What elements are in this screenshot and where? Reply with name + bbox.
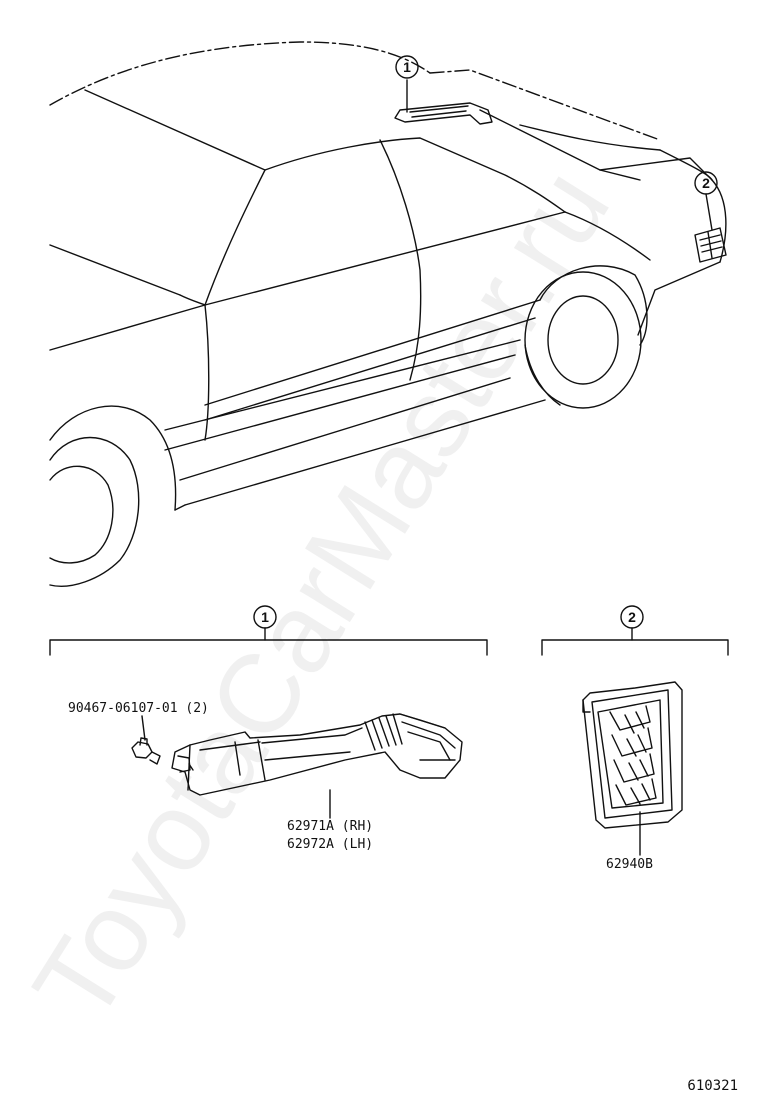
callout-2-circle-top [694, 171, 718, 195]
car-body-illustration [49, 41, 727, 587]
callout-2-leader [705, 193, 713, 231]
vent-grille-part [582, 681, 683, 829]
duct-lh-part-number: 62972A (LH) [287, 837, 373, 852]
vent-grille-part-number: 62940B [606, 857, 653, 872]
callout-2-circle-section [620, 605, 644, 629]
callout-1-number-section: 1 [261, 609, 269, 625]
callout-1-circle-section [253, 605, 277, 629]
callout-2-number-top: 2 [702, 175, 710, 191]
vent-location-on-car [694, 227, 727, 263]
diagram-id: 610321 [687, 1078, 738, 1094]
watermark-text: ToyotaCarMaster.ru [9, 148, 633, 1043]
section-1-bracket [49, 639, 488, 656]
callout-1-circle-top [395, 55, 419, 79]
callout-1-number-top: 1 [403, 59, 411, 75]
section-2-bracket [541, 639, 729, 656]
air-duct-part [171, 713, 463, 796]
duct-location-on-car [394, 102, 493, 125]
bolt-part-number: 90467-06107-01 (2) [68, 701, 209, 716]
callout-2-number-section: 2 [628, 609, 636, 625]
duct-rh-part-number: 62971A (RH) [287, 819, 373, 834]
clip-bolt-part [131, 715, 161, 765]
